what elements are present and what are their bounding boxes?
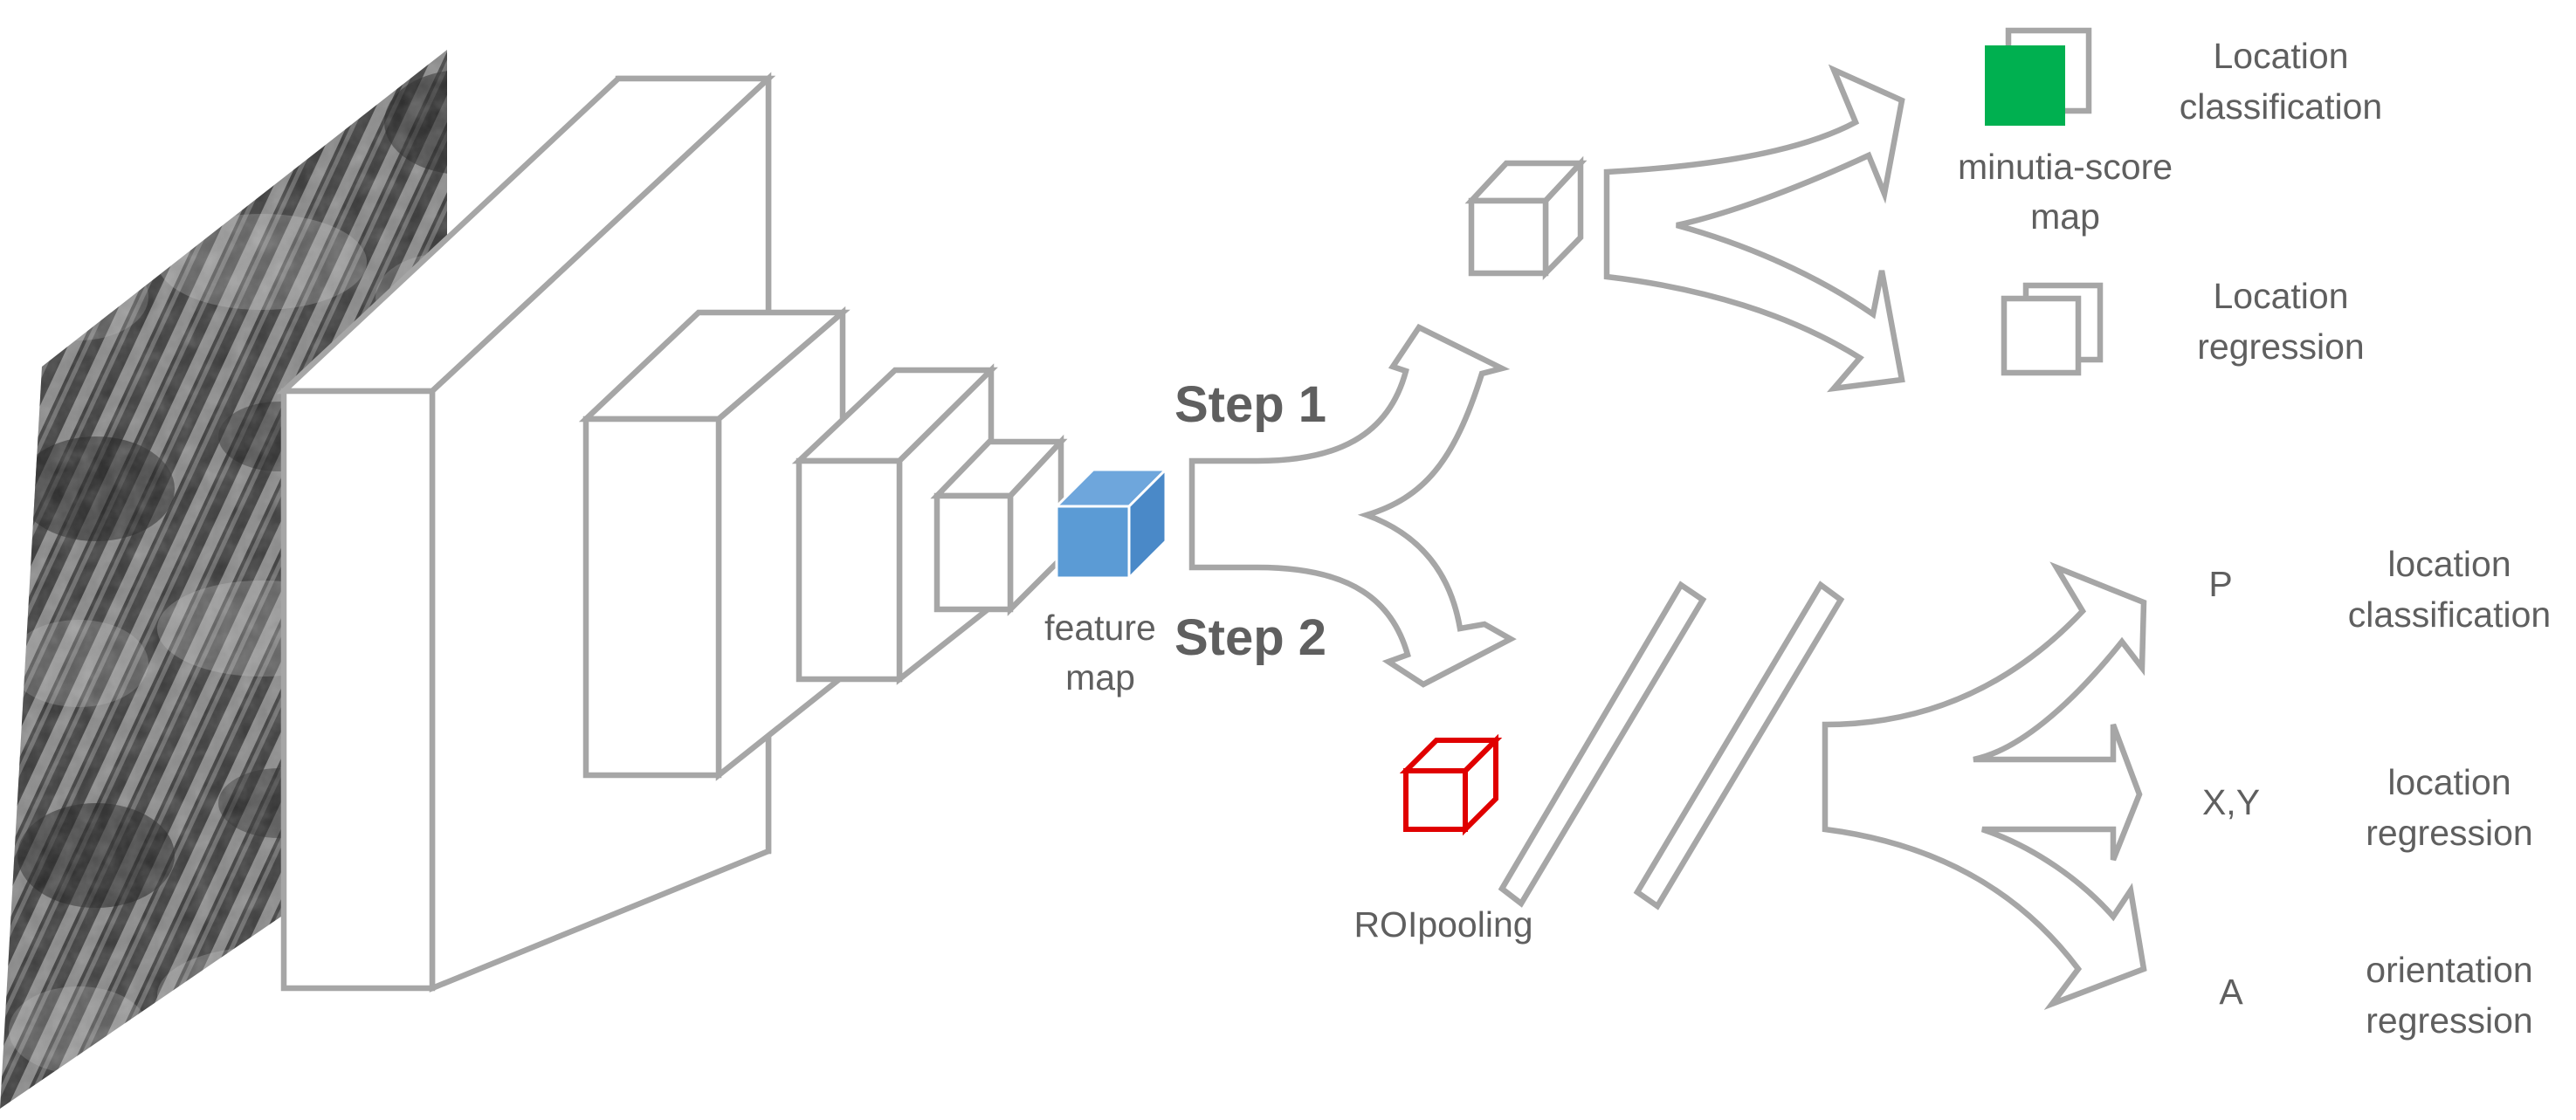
step-split-arrow	[1188, 323, 1517, 688]
score-map-label-1: minutia-score	[1958, 147, 2173, 187]
fc-layers	[1498, 581, 1845, 910]
out-p-label-1: location	[2387, 544, 2511, 584]
out-xy-label-1: location	[2387, 762, 2511, 802]
symbol-xy: X,Y	[2202, 782, 2260, 822]
out-a-label-2: regression	[2366, 1000, 2532, 1041]
out-p-label-2: classification	[2348, 594, 2551, 635]
feature-map-label-2: map	[1065, 657, 1135, 697]
score-map-label-2: map	[2030, 196, 2100, 237]
out-xy-label-2: regression	[2366, 813, 2532, 853]
minutia-score-map-icon	[1985, 27, 2092, 126]
step2-branch-arrow	[1822, 561, 2147, 1011]
step2-label: Step 2	[1174, 609, 1326, 666]
roi-pooling-label: ROIpooling	[1353, 904, 1533, 945]
symbol-p: P	[2208, 564, 2232, 604]
step1-classification-label-2: classification	[2180, 86, 2382, 127]
feature-map-label-1: feature	[1044, 608, 1156, 648]
feature-map-cube	[1053, 466, 1169, 581]
location-regression-icon	[2001, 282, 2104, 376]
out-a-label-1: orientation	[2366, 950, 2532, 990]
symbol-a: A	[2219, 972, 2243, 1012]
conv-block-4	[930, 434, 1068, 616]
step1-regression-label-1: Location	[2213, 276, 2348, 316]
step1-classification-label-1: Location	[2213, 36, 2348, 76]
step1-label: Step 1	[1174, 376, 1326, 433]
step1-regression-label-2: regression	[2197, 326, 2364, 367]
roi-cube	[1399, 733, 1503, 836]
step1-cube	[1464, 155, 1588, 280]
step1-branch-arrow	[1603, 64, 1905, 393]
